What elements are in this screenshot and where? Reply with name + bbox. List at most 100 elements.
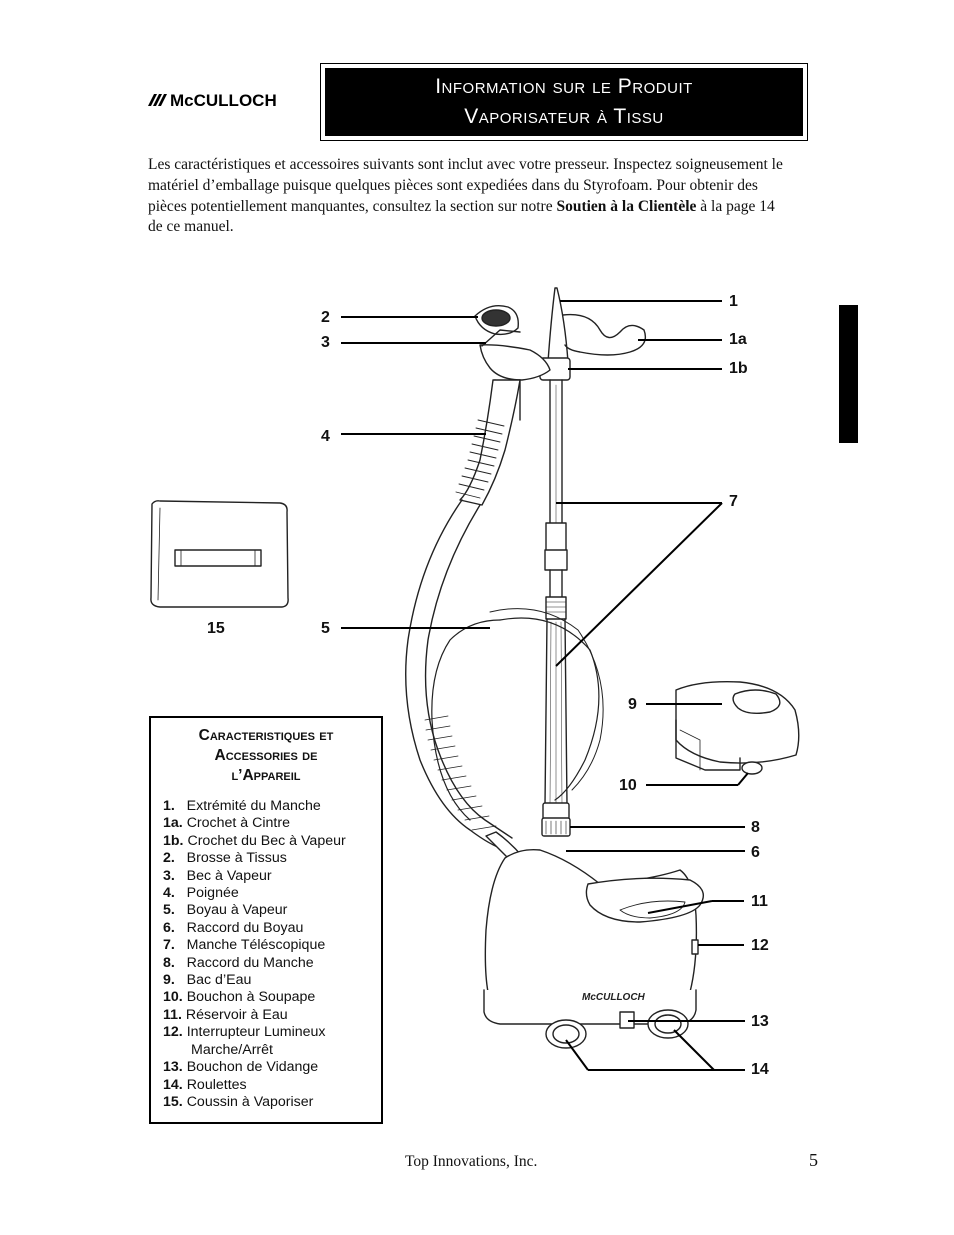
legend-item-number: 13. [163, 1059, 183, 1076]
legend-item-label: Bouchon à Soupape [186, 989, 316, 1006]
legend-item: 15. Coussin à Vaporiser [163, 1094, 381, 1111]
legend-item-label: Extrémité du Manche [186, 798, 321, 814]
callout-8: 8 [751, 819, 760, 836]
legend-item: 12. Interrupteur Lumineux [163, 1024, 381, 1041]
mcculloch-logo: McCULLOCH [148, 88, 310, 112]
legend-item: 7. Manche Téléscopique [163, 937, 381, 954]
legend-title-line3: l’Appareil [231, 767, 301, 784]
intro-text-end: à la page 14 de ce manuel. [148, 197, 775, 236]
legend-item-number: 9. [163, 972, 175, 989]
legend-item: 1b. Crochet du Bec à Vapeur [163, 833, 381, 850]
legend-title: Caracteristiques et Accessories de l’App… [151, 726, 381, 786]
legend-item-number: 8. [163, 954, 175, 971]
legend-item: 11. Réservoir à Eau [163, 1007, 381, 1024]
legend-item: 4. Poignée [163, 885, 381, 902]
callout-2: 2 [321, 309, 330, 326]
callout-7: 7 [729, 493, 738, 510]
callout-1: 1 [729, 293, 738, 310]
title-box: Information sur le Produit Vaporisateur … [320, 63, 808, 141]
legend-item-label: Brosse à Tissus [186, 850, 287, 867]
hanger-hook-drawing [562, 313, 647, 356]
page-title-line2: Vaporisateur à Tissu [464, 105, 664, 128]
telescopic-pole-drawing [539, 287, 571, 837]
page-number: 5 [809, 1150, 818, 1170]
legend-item-number: 4. [163, 885, 175, 902]
intro-bold-link-text: Soutien à la Clientèle [556, 197, 697, 215]
legend-item-label: Crochet du Bec à Vapeur [187, 832, 346, 849]
page-title: Information sur le Produit Vaporisateur … [325, 68, 803, 136]
legend-item-number: 1. [163, 798, 175, 814]
legend-item-number: 15. [163, 1093, 183, 1110]
legend-item-number: 3. [163, 867, 175, 884]
legend-item-number: 2. [163, 850, 175, 867]
section-tab [839, 305, 858, 443]
nozzle-head-drawing [474, 304, 551, 421]
base-logo: McCULLOCH [582, 992, 646, 1003]
legend-item-label: Interrupteur Lumineux [186, 1024, 326, 1041]
legend-item-label: Poignée [186, 885, 239, 902]
legend-item: 3. Bec à Vapeur [163, 868, 381, 885]
callout-13: 13 [751, 1013, 769, 1030]
callout-11: 11 [751, 893, 768, 910]
legend-item: 2. Brosse à Tissus [163, 850, 381, 867]
legend-item: 5. Boyau à Vapeur [163, 902, 381, 919]
legend-item-number: 6. [163, 919, 175, 936]
callout-6: 6 [751, 844, 760, 861]
legend-item: 6. Raccord du Boyau [163, 920, 381, 937]
legend-title-line1: Caracteristiques et [198, 727, 334, 744]
callout-12: 12 [751, 937, 769, 954]
legend-item-label: Coussin à Vaporiser [186, 1093, 314, 1110]
callout-5: 5 [321, 620, 330, 637]
callout-14: 14 [751, 1061, 769, 1078]
logo-wordmark: McCULLOCH [170, 91, 277, 110]
intro-text: Les caractéristiques et accessoires suiv… [148, 156, 783, 215]
legend-item: 1a. Crochet à Cintre [163, 815, 381, 832]
page-title-line1: Information sur le Produit [435, 75, 693, 98]
leader-lines [341, 300, 749, 1071]
legend-item-continuation: Marche/Arrêt [163, 1042, 381, 1059]
legend-item-number: 11. [163, 1006, 182, 1023]
legend-item-label: Roulettes [186, 1076, 247, 1093]
legend-item-label: Bac d’Eau [186, 972, 252, 989]
legend-list: 1. Extrémité du Manche 1a. Crochet à Cin… [163, 798, 381, 1111]
legend-item: 13. Bouchon de Vidange [163, 1059, 381, 1076]
legend-item-label: Bec à Vapeur [186, 867, 272, 884]
legend-item: 14. Roulettes [163, 1077, 381, 1094]
legend-title-line2: Accessories de [214, 747, 318, 764]
legend-item-label: Raccord du Manche [186, 954, 314, 971]
legend-item-number: 14. [163, 1076, 183, 1093]
footer-company: Top Innovations, Inc. [405, 1153, 538, 1170]
water-tank-drawing [675, 681, 800, 775]
callout-3: 3 [321, 334, 330, 351]
legend-item: 9. Bac d’Eau [163, 972, 381, 989]
legend-item: 1. Extrémité du Manche [163, 798, 381, 815]
legend-item-number: 10. [163, 989, 183, 1006]
callout-15: 15 [207, 620, 225, 637]
legend-item-number: 5. [163, 902, 175, 919]
legend-item-number: 12. [163, 1024, 183, 1041]
hose-drawing [405, 499, 604, 863]
legend-item-label: Réservoir à Eau [185, 1006, 288, 1023]
legend-item-number: 1b. [163, 832, 184, 849]
parts-legend: Caracteristiques et Accessories de l’App… [149, 716, 383, 1124]
callout-10: 10 [619, 777, 637, 794]
callout-4: 4 [321, 428, 330, 445]
legend-item-label: Marche/Arrêt [191, 1041, 273, 1058]
legend-item-label: Raccord du Boyau [186, 919, 304, 936]
legend-item-label: Bouchon de Vidange [186, 1059, 319, 1076]
legend-item-label: Boyau à Vapeur [186, 902, 288, 919]
legend-item-number: 7. [163, 937, 175, 954]
handle-drawing [455, 379, 521, 506]
callout-1b: 1b [729, 360, 748, 377]
steaming-pad-drawing [150, 500, 289, 608]
callout-1a: 1a [729, 331, 747, 348]
legend-item-label: Manche Téléscopique [186, 937, 326, 954]
legend-item-label: Crochet à Cintre [186, 815, 290, 832]
intro-paragraph: Les caractéristiques et accessoires suiv… [148, 155, 788, 238]
callout-9: 9 [628, 696, 637, 713]
legend-item-number: 1a. [163, 815, 183, 832]
legend-item: 10. Bouchon à Soupape [163, 989, 381, 1006]
legend-item: 8. Raccord du Manche [163, 955, 381, 972]
base-drawing: McCULLOCH [483, 848, 704, 1049]
